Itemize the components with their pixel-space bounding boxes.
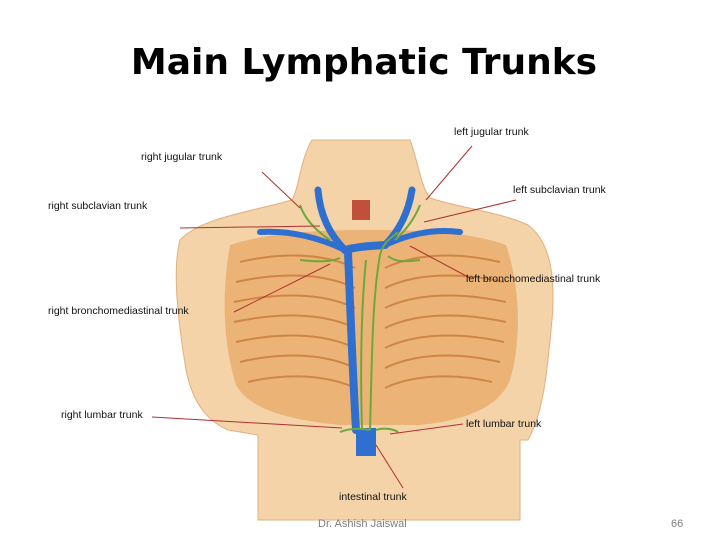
label-left-jugular-trunk: left jugular trunk <box>454 126 529 138</box>
label-intestinal-trunk: intestinal trunk <box>339 491 407 503</box>
footer-author: Dr. Ashish Jaiswal <box>318 518 407 530</box>
cisterna-chyli <box>356 428 376 456</box>
label-right-subclavian-trunk: right subclavian trunk <box>48 200 147 212</box>
label-right-lumbar-trunk: right lumbar trunk <box>61 409 143 421</box>
label-right-bronchomediastinal-trunk: right bronchomediastinal trunk <box>48 305 189 317</box>
label-left-bronchomediastinal-trunk: left bronchomediastinal trunk <box>466 273 600 285</box>
label-left-subclavian-trunk: left subclavian trunk <box>513 184 606 196</box>
trachea <box>352 200 370 220</box>
label-right-jugular-trunk: right jugular trunk <box>141 151 222 163</box>
label-left-lumbar-trunk: left lumbar trunk <box>466 418 541 430</box>
slide-number: 66 <box>671 518 683 530</box>
